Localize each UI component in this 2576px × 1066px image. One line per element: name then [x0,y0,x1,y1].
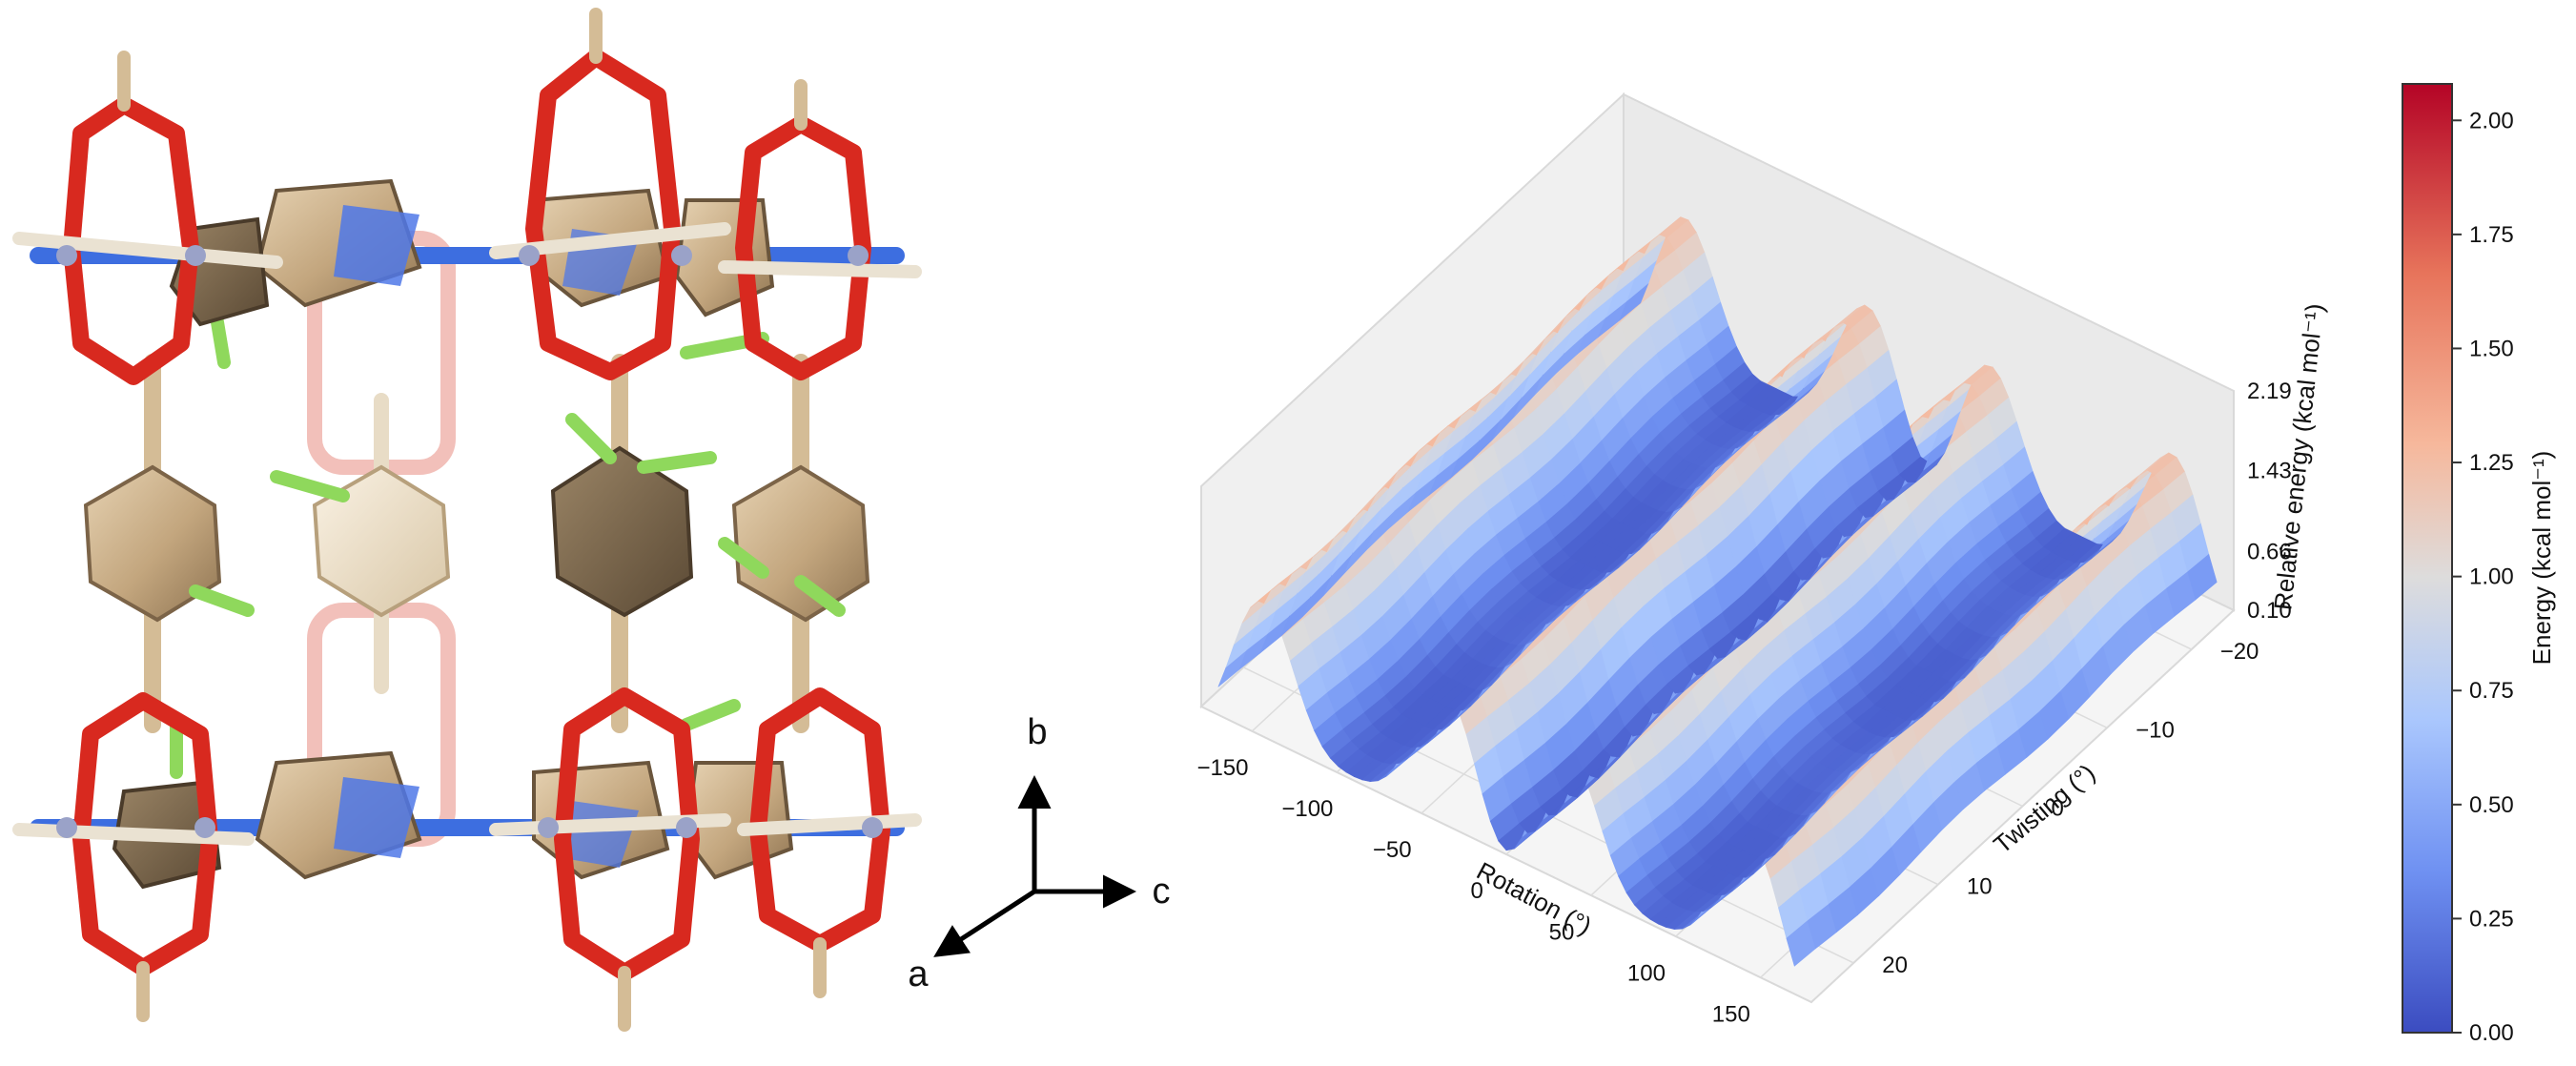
x-tick-label: 0 [1470,878,1482,904]
colorbar-label: Energy (kcal mol⁻¹) [2527,451,2556,666]
surface-patch [2187,553,2218,601]
colorbar-tick-label: 0.75 [2469,678,2514,704]
z-tick-label: 0.10 [2247,598,2292,624]
z-tick-label: 1.43 [2247,459,2292,484]
y-tick-label: −10 [2136,717,2175,743]
x-tick-label: 100 [1627,960,1666,986]
axis-c-label: c [1153,871,1171,912]
colorbar-gradient [2402,83,2453,1034]
colorbar-tick-label: 1.25 [2469,450,2514,476]
energy-surface [1217,216,2218,967]
colorbar-tick-label: 0.00 [2469,1020,2514,1046]
x-tick-label: 50 [1549,919,1575,945]
y-tick-label: −20 [2220,639,2259,665]
x-tick-label: −150 [1196,755,1248,781]
axis-a-label: a [908,954,929,994]
x-tick-label: −50 [1373,837,1412,863]
energy-axis: 0.10 0.66 1.43 2.19 [2247,379,2292,624]
y-tick-label: 0 [2052,796,2064,822]
colorbar-ticks: 0.00 0.25 0.50 0.75 1.00 1.25 1.50 1.75 2.00 [2452,108,2514,1046]
axis-b-label: b [1027,712,1047,752]
z-tick-label: 0.66 [2247,539,2292,564]
colorbar-tick-label: 1.00 [2469,564,2514,590]
colorbar-tick-label: 0.25 [2469,906,2514,932]
colorbar-tick-label: 1.75 [2469,222,2514,248]
colorbar-tick-label: 1.50 [2469,336,2514,361]
z-tick-label: 2.19 [2247,379,2292,404]
y-tick-label: 20 [1882,953,1908,978]
twisting-axis: −20 −10 0 10 20 [1882,639,2259,978]
colorbar-tick-label: 2.00 [2469,108,2514,133]
y-tick-label: 10 [1967,874,1993,900]
x-tick-label: 150 [1712,1001,1750,1027]
crystal-axis-triad: b c a [908,712,1170,994]
energy-colorbar: 0.00 0.25 0.50 0.75 1.00 1.25 1.50 1.75 2.00 Ene… [2402,83,2556,1046]
colorbar-tick-label: 0.50 [2469,792,2514,818]
rotation-axis: −150 −100 −50 0 50 100 150 [1196,755,1749,1027]
x-tick-label: −100 [1281,796,1333,822]
molecular-structure-image [12,8,922,1032]
z-axis-title: Relative energy (kcal mol⁻¹) [2268,302,2329,611]
